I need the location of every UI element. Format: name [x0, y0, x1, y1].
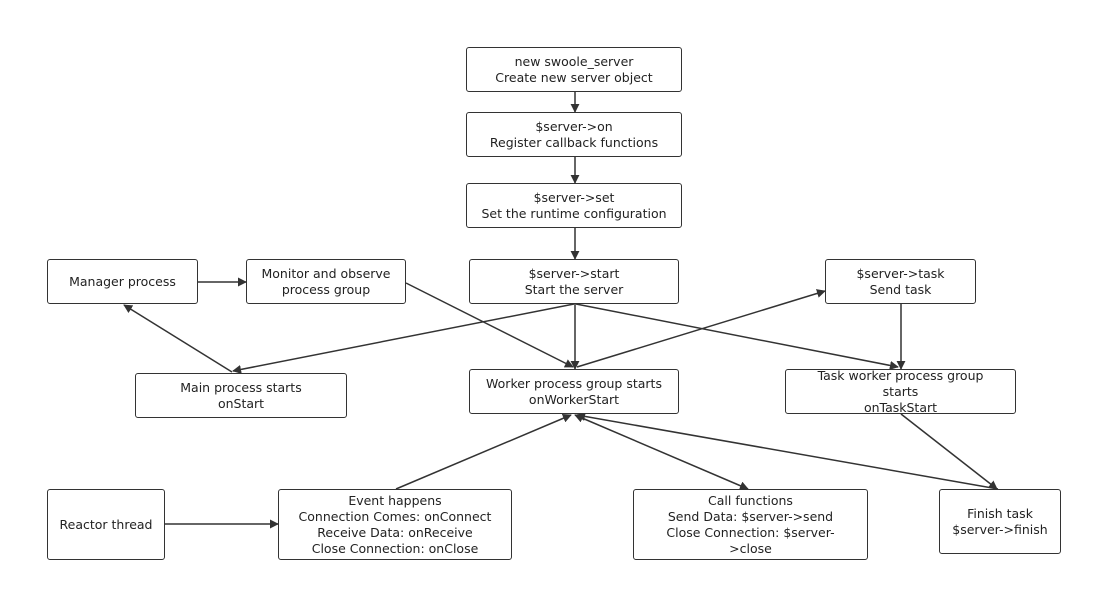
edge-monitor-to-worker — [405, 282, 574, 368]
edge-main-to-manager — [123, 304, 233, 373]
node-server-on: $server->on Register callback functions — [466, 112, 682, 157]
node-finish-task: Finish task $server->finish — [939, 489, 1061, 554]
node-label: process group — [281, 281, 371, 297]
node-label: Register callback functions — [489, 134, 659, 150]
node-label: Close Connection: onClose — [311, 540, 479, 556]
edge-start-to-main — [232, 303, 575, 374]
node-label: $server->finish — [952, 521, 1048, 537]
node-label: Create new server object — [495, 69, 653, 85]
node-label: $server->task — [856, 265, 945, 281]
node-label: Finish task — [967, 505, 1033, 521]
node-manager-process: Manager process — [47, 259, 198, 304]
node-label: Start the server — [524, 281, 624, 297]
node-label: Task worker process group — [817, 367, 984, 383]
node-label: Send task — [869, 281, 932, 297]
node-label: onTaskStart — [863, 399, 938, 415]
node-event-happens: Event happens Connection Comes: onConnec… — [278, 489, 512, 560]
node-label: Connection Comes: onConnect — [298, 508, 492, 524]
node-label: starts — [882, 383, 919, 399]
node-call-functions: Call functions Send Data: $server->send … — [633, 489, 868, 560]
node-label: Set the runtime configuration — [481, 205, 667, 221]
node-label: Call functions — [708, 492, 793, 508]
edge-worker-to-task — [576, 289, 826, 368]
edge-worker-call-bidirectional — [574, 414, 749, 490]
node-label: Monitor and observe — [261, 265, 391, 281]
node-new-server: new swoole_server Create new server obje… — [466, 47, 682, 92]
node-label: Main process starts — [180, 379, 302, 395]
node-label: Receive Data: onReceive — [317, 524, 473, 540]
node-server-start: $server->start Start the server — [469, 259, 679, 304]
node-label: $server->on — [535, 118, 613, 134]
edge-start-to-taskgroup — [575, 303, 899, 370]
node-label: Manager process — [69, 273, 176, 289]
node-label: new swoole_server — [514, 53, 634, 69]
node-label: Close Connection: $server- — [666, 524, 835, 540]
node-reactor-thread: Reactor thread — [47, 489, 165, 560]
node-worker-group: Worker process group starts onWorkerStar… — [469, 369, 679, 414]
node-label: onWorkerStart — [528, 391, 620, 407]
node-label: $server->start — [528, 265, 620, 281]
node-server-set: $server->set Set the runtime configurati… — [466, 183, 682, 228]
node-label: onStart — [217, 395, 265, 411]
node-label: >close — [729, 540, 772, 556]
node-label: $server->set — [533, 189, 615, 205]
edge-finish-to-worker — [576, 411, 999, 490]
edge-event-to-worker — [395, 414, 572, 490]
node-label: Reactor thread — [59, 516, 153, 532]
node-monitor-group: Monitor and observe process group — [246, 259, 406, 304]
node-server-task: $server->task Send task — [825, 259, 976, 304]
node-label: Worker process group starts — [486, 375, 662, 391]
node-task-worker-group: Task worker process group starts onTaskS… — [785, 367, 1016, 415]
edge-taskgroup-to-finish — [900, 413, 998, 490]
node-main-process: Main process starts onStart — [135, 373, 347, 418]
node-label: Send Data: $server->send — [667, 508, 834, 524]
node-label: Event happens — [348, 492, 442, 508]
